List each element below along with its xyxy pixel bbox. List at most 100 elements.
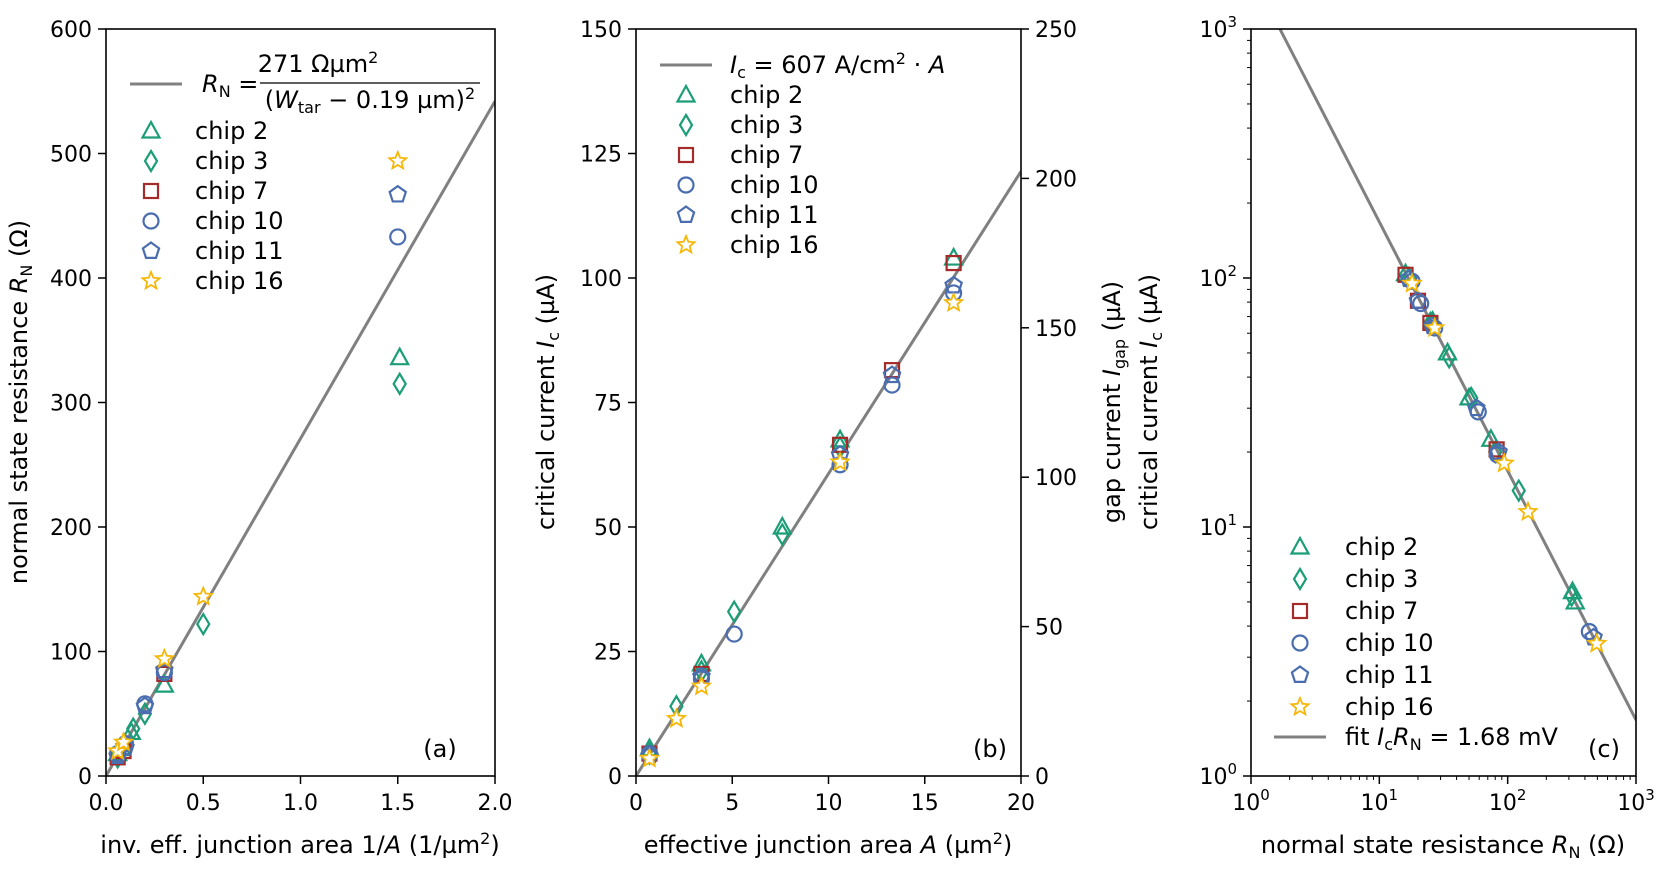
x-tick-label: 101 <box>1361 786 1399 816</box>
legend-label-chip-2: chip 2 <box>195 117 268 145</box>
legend-marker-chip-2 <box>1289 535 1311 555</box>
legend-marker-chip-3 <box>678 112 694 138</box>
x-tick-label: 0.5 <box>186 791 221 816</box>
legend-marker-chip-2 <box>675 83 697 103</box>
data-point-chip-16 <box>112 731 135 752</box>
y-tick-label: 75 <box>594 392 622 417</box>
panel-b-fit-line <box>636 170 1021 776</box>
legend-label-chip-2: chip 2 <box>1345 533 1418 561</box>
legend-marker-chip-11 <box>1290 665 1310 683</box>
data-point-chip-11 <box>108 746 128 765</box>
legend-label-chip-7: chip 7 <box>730 141 803 169</box>
x-tick-label: 1.5 <box>380 791 415 816</box>
data-point-chip-11 <box>1466 398 1486 417</box>
panel-c-x-axis-label: normal state resistance RN (Ω) <box>1261 831 1625 862</box>
panel-b-x-axis-label: effective junction area A (µm2) <box>644 829 1013 859</box>
data-point-chip-16 <box>829 450 851 472</box>
data-point-chip-16 <box>1517 500 1539 522</box>
panel-a-fit-line <box>106 100 495 776</box>
legend-fit-label: fit IcRN = 1.68 mV <box>1345 723 1559 754</box>
legend-label-chip-11: chip 11 <box>730 201 818 229</box>
y-tick-label: 101 <box>1199 511 1237 541</box>
panel-b-y2-axis-label: gap current Igap (µA) <box>1098 281 1129 523</box>
data-point-chip-16 <box>1401 272 1423 293</box>
x-tick-label: 10 <box>815 791 843 816</box>
data-point-chip-11 <box>882 365 902 384</box>
legend-label-chip-16: chip 16 <box>730 231 818 259</box>
data-point-chip-2 <box>771 515 793 535</box>
legend-marker-chip-2 <box>140 119 162 139</box>
y-tick-label: 300 <box>50 392 92 417</box>
y2-tick-label: 200 <box>1035 167 1077 192</box>
legend-marker-chip-11 <box>676 205 696 223</box>
legend-label-chip-16: chip 16 <box>195 267 283 295</box>
x-tick-label: 15 <box>911 791 939 816</box>
legend-label-chip-11: chip 11 <box>1345 661 1433 689</box>
panel-c-frame <box>1250 28 1637 777</box>
data-point-chip-11 <box>1408 290 1428 309</box>
x-tick-label: 5 <box>725 791 739 816</box>
data-point-chip-11 <box>154 660 174 679</box>
legend-fit-formula-numerator: 271 Ωµm2 <box>258 48 379 78</box>
data-point-chip-3 <box>775 522 790 547</box>
panel-a-legend: RN = 271 Ωµm2 (Wtar − 0.19 µm)2 chip 2ch… <box>130 48 480 295</box>
fit-line <box>1278 29 1636 721</box>
data-point-chip-11 <box>135 696 155 715</box>
y2-tick-label: 50 <box>1035 616 1063 641</box>
y-tick-label: 25 <box>594 641 622 666</box>
legend-fit-formula-denominator: (Wtar − 0.19 µm)2 <box>265 84 475 117</box>
data-point-chip-16 <box>1585 632 1608 653</box>
legend-label-chip-7: chip 7 <box>1345 597 1418 625</box>
legend-label-chip-11: chip 11 <box>195 237 283 265</box>
panel-c-label: (c) <box>1588 735 1620 763</box>
panel-c-fit-line <box>1278 29 1636 721</box>
data-point-chip-2 <box>153 673 175 693</box>
data-point-chip-10 <box>389 228 407 246</box>
legend-marker-chip-7 <box>142 182 160 200</box>
data-point-chip-2 <box>1480 428 1502 447</box>
fit-line <box>106 100 495 776</box>
x-tick-label: 0 <box>629 791 643 816</box>
legend-label-chip-3: chip 3 <box>730 111 803 139</box>
data-point-chip-16 <box>192 585 215 606</box>
data-point-chip-3 <box>125 716 141 741</box>
y2-tick-label: 150 <box>1035 317 1077 342</box>
panel-a-frame <box>105 28 496 777</box>
x-tick-label: 102 <box>1489 786 1527 816</box>
legend-marker-chip-3 <box>143 148 159 174</box>
legend-label-chip-7: chip 7 <box>195 177 268 205</box>
data-point-chip-16 <box>638 747 661 768</box>
x-tick-label: 100 <box>1232 786 1270 816</box>
x-tick-label: 103 <box>1617 786 1655 816</box>
legend-fit-formula-lhs: RN = <box>202 70 258 101</box>
legend-label-chip-10: chip 10 <box>195 207 283 235</box>
y-tick-label: 100 <box>1199 760 1237 790</box>
y-tick-label: 100 <box>580 267 622 292</box>
legend-marker-chip-10 <box>1291 634 1309 652</box>
legend-marker-chip-11 <box>141 241 161 259</box>
legend-marker-chip-10 <box>142 212 160 230</box>
legend-marker-chip-16 <box>1289 695 1311 717</box>
data-point-chip-10 <box>883 376 901 394</box>
panel-c-y-axis-label: critical current Ic (µA) <box>1135 274 1166 530</box>
data-point-chip-2 <box>389 346 411 366</box>
y-tick-label: 600 <box>50 18 92 43</box>
legend-label-chip-16: chip 16 <box>1345 693 1433 721</box>
legend-label-chip-10: chip 10 <box>730 171 818 199</box>
y2-tick-label: 250 <box>1035 18 1077 43</box>
data-point-chip-3 <box>1441 345 1457 370</box>
x-tick-label: 2.0 <box>478 791 513 816</box>
x-tick-label: 0.0 <box>89 791 124 816</box>
data-point-chip-16 <box>942 291 965 313</box>
y-tick-label: 0 <box>608 765 622 790</box>
data-point-chip-10 <box>725 625 743 643</box>
y-tick-label: 150 <box>580 18 622 43</box>
panel-b-label: (b) <box>973 735 1007 763</box>
